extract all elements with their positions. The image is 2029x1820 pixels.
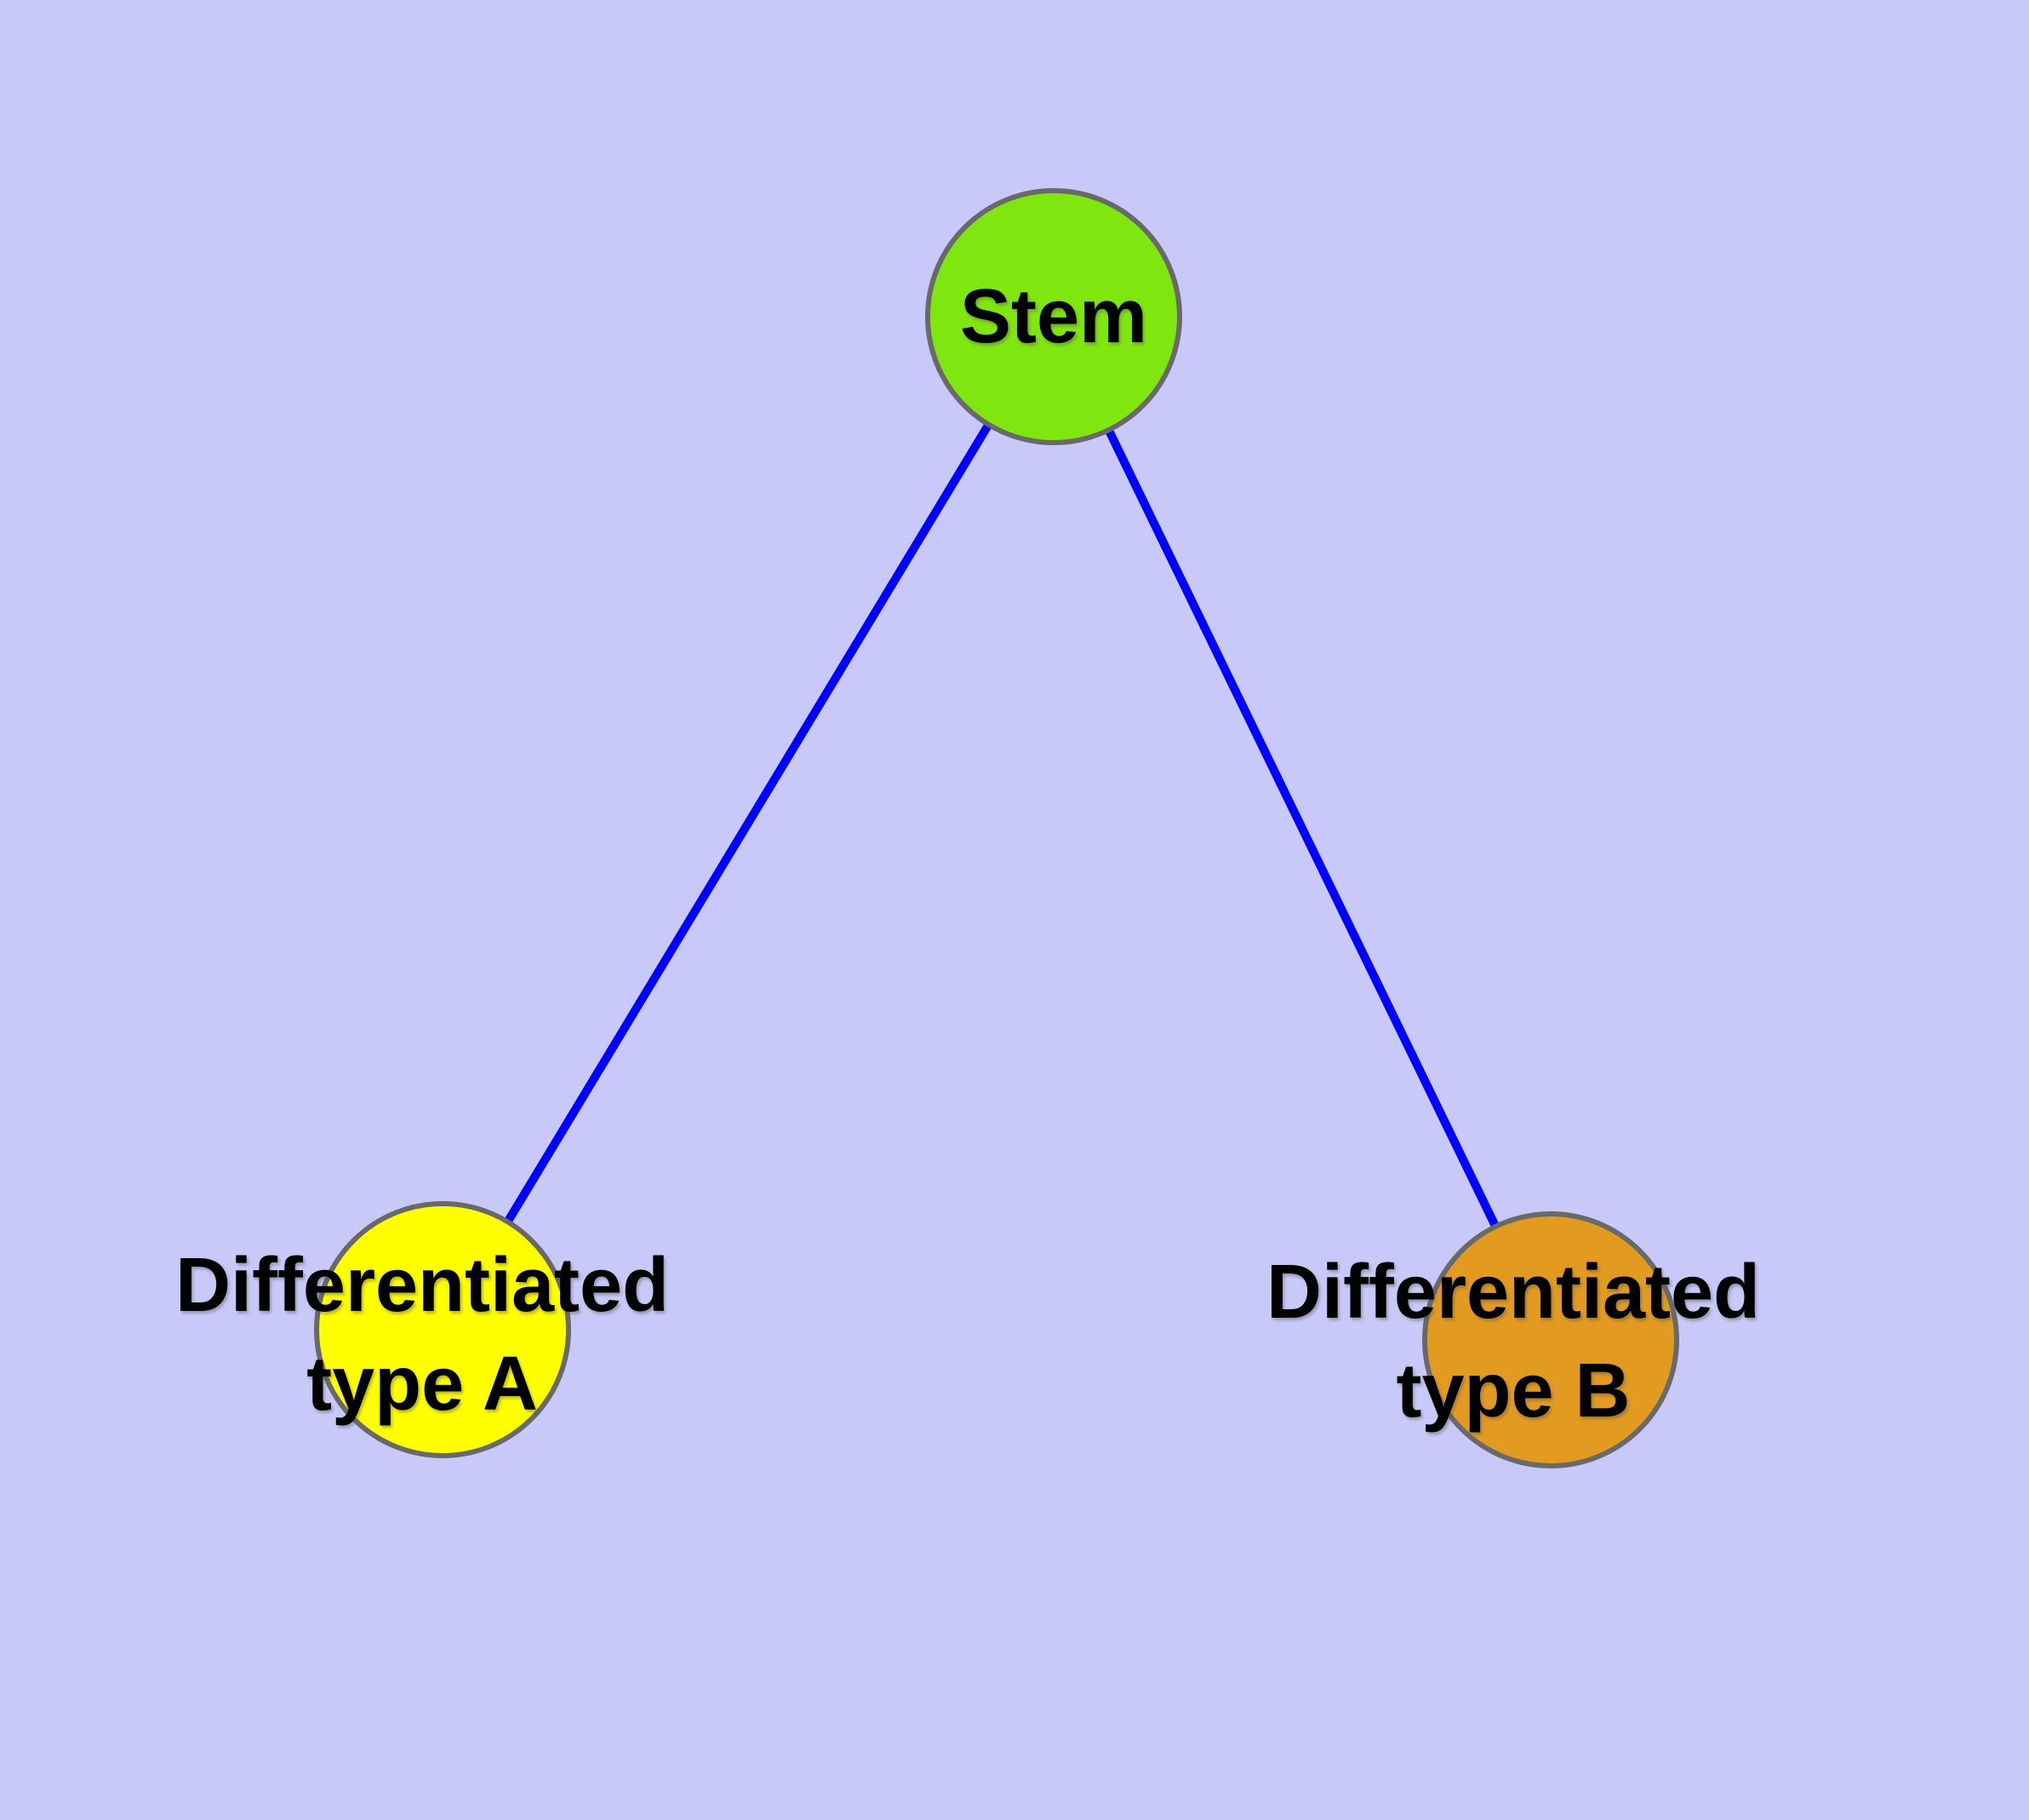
node-stem: Stem (925, 188, 1182, 445)
node-differentiated-type-b (1422, 1211, 1679, 1468)
node-differentiated-type-a-label: Differentiated type A (0, 1236, 848, 1434)
node-differentiated-type-a (314, 1201, 571, 1458)
label-a-line2: type A (306, 1342, 538, 1427)
label-a-line1: Differentiated (174, 1243, 670, 1328)
label-b-line2: type B (1396, 1348, 1631, 1434)
node-stem-label: Stem (959, 274, 1148, 359)
label-b-line1: Differentiated (1266, 1250, 1761, 1335)
edge-stem-to-type-b (1049, 314, 1555, 1342)
edge-stem-to-type-a (438, 314, 1058, 1332)
node-differentiated-type-b-label: Differentiated type B (1088, 1243, 1939, 1440)
